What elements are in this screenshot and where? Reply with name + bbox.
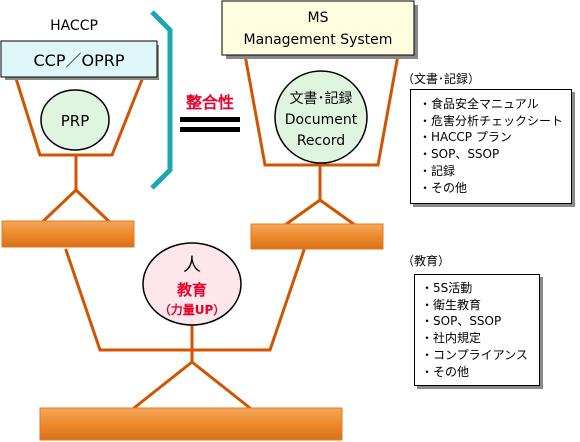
list-item: 5S活動 — [421, 280, 539, 297]
person-line1: 人 — [183, 255, 201, 276]
documents-list: 食品安全マニュアル危害分析チェックシートHACCP プランSOP、SSOP記録そ… — [419, 96, 571, 196]
list-item: コンプライアンス — [421, 347, 539, 364]
equals-bar-top — [180, 117, 240, 122]
list-item: 危害分析チェックシート — [419, 113, 571, 130]
documents-panel-heading: （文書･記録） — [402, 72, 481, 86]
bracket-icon — [150, 10, 173, 190]
list-item: その他 — [419, 180, 571, 197]
prp-label: PRP — [61, 112, 90, 130]
consistency-label: 整合性 — [185, 93, 234, 112]
haccp-bar — [1, 220, 135, 248]
document-record-circle — [274, 70, 368, 164]
person-bar — [39, 407, 343, 441]
person-circle — [142, 242, 242, 326]
list-item: SOP、SSOP — [421, 313, 539, 330]
person-line2: 教育 — [176, 281, 207, 299]
list-item: 衛生教育 — [421, 297, 539, 314]
documents-panel: 食品安全マニュアル危害分析チェックシートHACCP プランSOP、SSOP記録そ… — [410, 89, 572, 204]
document-circle-line3: Record — [297, 133, 345, 149]
ms-title-line2: Management System — [244, 32, 393, 48]
list-item: 食品安全マニュアル — [419, 96, 571, 113]
person-leg-right — [190, 360, 252, 410]
ccp-label: CCP／OPRP — [33, 51, 124, 70]
prp-circle — [40, 89, 110, 151]
document-circle-line1: 文書･記録 — [290, 90, 353, 107]
person-line3: （力量UP） — [159, 302, 226, 317]
haccp-title: HACCP — [50, 18, 98, 34]
list-item: 記録 — [419, 163, 571, 180]
equals-bar-bottom — [180, 127, 240, 132]
ms-bar — [250, 223, 384, 250]
document-circle-line2: Document — [285, 112, 358, 128]
education-panel-heading: （教育） — [402, 254, 451, 268]
list-item: 社内規定 — [421, 330, 539, 347]
list-item: SOP、SSOP — [419, 146, 571, 163]
list-item: その他 — [421, 364, 539, 381]
education-list: 5S活動衛生教育SOP、SSOP社内規定コンプライアンスその他 — [421, 280, 539, 380]
ms-title-line1: MS — [308, 10, 329, 26]
person-leg-left — [132, 360, 194, 410]
list-item: HACCP プラン — [419, 129, 571, 146]
education-panel: 5S活動衛生教育SOP、SSOP社内規定コンプライアンスその他 — [414, 274, 540, 386]
ccp-box — [0, 40, 158, 78]
ms-box — [221, 0, 415, 56]
balance-beam-cup — [64, 248, 306, 352]
